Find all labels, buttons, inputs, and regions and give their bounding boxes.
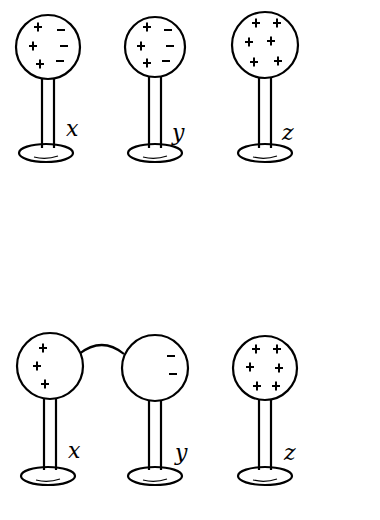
sphere-label: x bbox=[66, 118, 78, 140]
charge-symbols bbox=[29, 19, 283, 391]
sphere-y-bottom bbox=[122, 335, 188, 485]
sphere-label: y bbox=[175, 442, 187, 464]
sphere-y-top bbox=[125, 17, 185, 162]
sphere-z-top bbox=[232, 12, 298, 162]
connecting-wire bbox=[79, 345, 124, 354]
sphere-z-bottom bbox=[233, 336, 297, 485]
sphere-label: z bbox=[282, 122, 294, 144]
sphere-label: y bbox=[172, 122, 184, 144]
sphere-label: z bbox=[284, 442, 296, 464]
sphere-x-bottom bbox=[17, 333, 83, 485]
sphere-label: x bbox=[68, 440, 80, 462]
sphere-x-top bbox=[16, 15, 80, 162]
